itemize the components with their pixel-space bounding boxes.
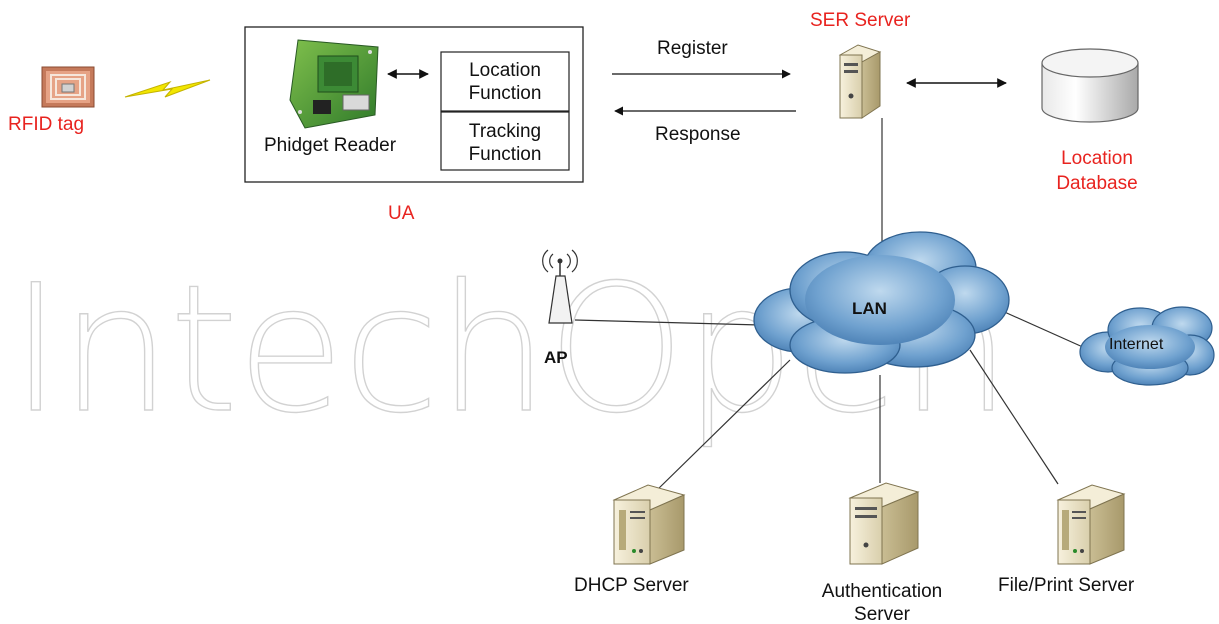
tracking-function-line2: Function: [469, 144, 542, 165]
location-database-line2: Database: [1056, 173, 1137, 194]
dhcp-server-icon: [612, 484, 686, 565]
response-label: Response: [655, 124, 741, 145]
link-lan-internet: [999, 309, 1086, 349]
location-database-line1: Location: [1061, 148, 1133, 169]
lan-label: LAN: [852, 299, 887, 318]
link-lan-fileprint: [969, 349, 1059, 485]
ap-label: AP: [544, 348, 568, 367]
dhcp-server-label: DHCP Server: [574, 575, 689, 596]
ua-box: [244, 26, 584, 183]
internet-label: Internet: [1109, 336, 1164, 353]
location-function-line1: Location: [469, 60, 541, 81]
authentication-server-icon: [848, 482, 920, 565]
access-point-icon: [542, 249, 578, 324]
location-function-box: [440, 51, 570, 112]
tracking-function-box: [440, 111, 570, 171]
ua-label: UA: [388, 203, 415, 224]
lan-cloud-icon: [753, 231, 1010, 374]
authentication-server-line2: Server: [854, 604, 911, 624]
rfid-tag-label: RFID tag: [8, 114, 84, 135]
internet-cloud-icon: [1079, 306, 1215, 386]
location-database-icon: [1041, 48, 1139, 123]
register-label: Register: [657, 38, 728, 59]
tracking-function-line1: Tracking: [469, 121, 541, 142]
file-print-server-icon: [1056, 484, 1126, 565]
ser-server-label: SER Server: [810, 10, 911, 31]
ser-server-icon: [838, 44, 882, 119]
phidget-reader-icon: [289, 39, 379, 129]
rfid-tag-icon: [41, 66, 95, 108]
wireless-bolt-icon: [124, 79, 211, 98]
location-function-line2: Function: [469, 83, 542, 104]
authentication-server-line1: Authentication: [822, 581, 942, 602]
network-links: [574, 118, 1086, 493]
link-ap-lan: [574, 319, 761, 326]
link-lan-dhcp: [654, 359, 791, 493]
phidget-reader-label: Phidget Reader: [264, 135, 397, 156]
file-print-server-label: File/Print Server: [998, 575, 1135, 596]
